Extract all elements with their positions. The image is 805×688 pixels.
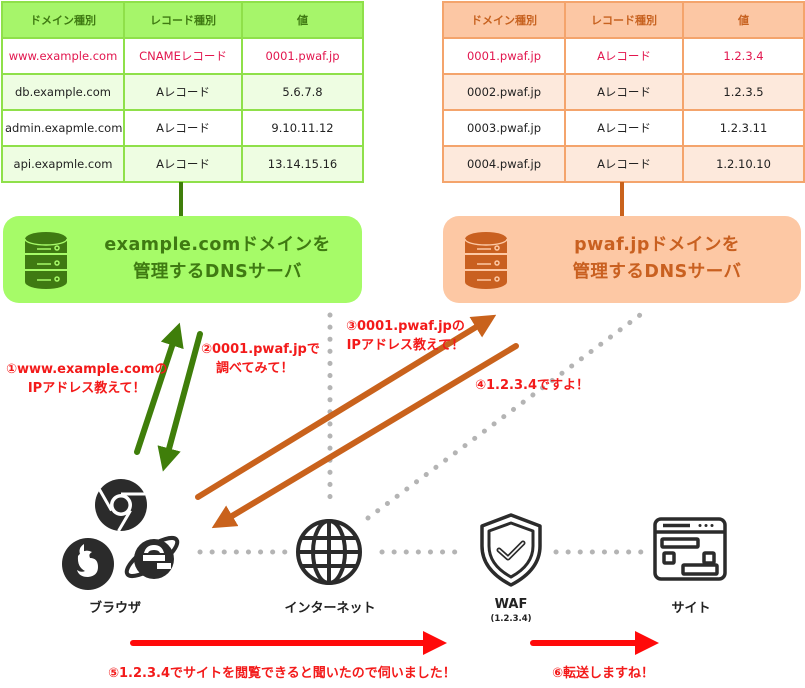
internet-explorer-icon <box>124 535 180 579</box>
server-title-line2: 管理するDNSサーバ <box>572 262 742 282</box>
table-row: www.example.com CNAMEレコード 0001.pwaf.jp <box>1 37 364 75</box>
arrow-step2-example-dns-to-browser <box>157 331 203 472</box>
cell-domain: admin.exapmle.com <box>1 109 125 147</box>
table-row: db.example.com Aレコード 5.6.7.8 <box>1 73 364 111</box>
cell-domain: 0003.pwaf.jp <box>442 109 566 147</box>
internet-label: インターネット <box>284 601 376 616</box>
server-title-line1: example.comドメインを <box>104 235 331 255</box>
cell-value: 1.2.3.11 <box>682 109 805 147</box>
table-row: 0002.pwaf.jp Aレコード 1.2.3.5 <box>442 73 805 111</box>
waf-ip-label: (1.2.3.4) <box>490 614 532 624</box>
example-dns-record-table: ドメイン種別 レコード種別 値 www.example.com CNAMEレコー… <box>1 1 364 183</box>
step-3-line2: IPアドレス教えて！ <box>346 338 465 353</box>
table-row: 0003.pwaf.jp Aレコード 1.2.3.11 <box>442 109 805 147</box>
table-header-row: ドメイン種別 レコード種別 値 <box>1 1 364 39</box>
cell-domain: db.example.com <box>1 73 125 111</box>
step-3-line1: ③0001.pwaf.jpの <box>346 319 465 334</box>
cell-value: 1.2.3.4 <box>682 37 805 75</box>
globe-icon <box>296 519 362 585</box>
cell-record-type: Aレコード <box>564 37 684 75</box>
step-5-note: ⑤1.2.3.4でサイトを閲覧できると聞いたので伺いました！ <box>108 666 456 681</box>
cell-value: 1.2.3.5 <box>682 73 805 111</box>
pwaf-dns-server-title: pwaf.jpドメインを 管理するDNSサーバ <box>513 232 801 286</box>
header-record-type: レコード種別 <box>123 1 243 39</box>
step-1-line1: ①www.example.comの <box>6 362 168 377</box>
waf-label: WAF <box>494 597 528 612</box>
step-1-note: ①www.example.comの IPアドレス教えて！ <box>6 360 167 398</box>
table-row: 0001.pwaf.jp Aレコード 1.2.3.4 <box>442 37 805 75</box>
example-dns-server: example.comドメインを 管理するDNSサーバ <box>3 216 362 303</box>
cell-domain: 0002.pwaf.jp <box>442 73 566 111</box>
step-4-note: ④1.2.3.4ですよ！ <box>475 378 590 393</box>
shield-check-icon <box>480 513 542 587</box>
step-2-note: ②0001.pwaf.jpで 調べてみて！ <box>201 340 320 378</box>
server-title-line2: 管理するDNSサーバ <box>132 262 303 282</box>
cell-value: 1.2.10.10 <box>682 145 805 183</box>
cell-record-type: Aレコード <box>564 73 684 111</box>
header-value: 値 <box>241 1 364 39</box>
cell-domain: www.example.com <box>1 37 125 75</box>
site-label: サイト <box>671 601 711 616</box>
chrome-icon <box>95 479 147 532</box>
step-2-line1: ②0001.pwaf.jpで <box>201 342 320 357</box>
cell-value: 9.10.11.12 <box>241 109 364 147</box>
table-row: 0004.pwaf.jp Aレコード 1.2.10.10 <box>442 145 805 183</box>
step-2-line2: 調べてみて！ <box>216 361 294 376</box>
pwaf-dns-server: pwaf.jpドメインを 管理するDNSサーバ <box>443 216 801 303</box>
cell-record-type: Aレコード <box>123 145 243 183</box>
pwaf-dns-record-table: ドメイン種別 レコード種別 値 0001.pwaf.jp Aレコード 1.2.3… <box>442 1 805 183</box>
table-row: api.exapmle.com Aレコード 13.14.15.16 <box>1 145 364 183</box>
cell-domain: 0001.pwaf.jp <box>442 37 566 75</box>
database-server-icon <box>464 232 508 289</box>
table-header-row: ドメイン種別 レコード種別 値 <box>442 1 805 39</box>
browser-window-icon <box>653 517 727 581</box>
step-1-line2: IPアドレス教えて！ <box>27 381 146 396</box>
header-domain: ドメイン種別 <box>442 1 566 39</box>
table-row: admin.exapmle.com Aレコード 9.10.11.12 <box>1 109 364 147</box>
browser-label: ブラウザ <box>88 601 141 616</box>
header-record-type: レコード種別 <box>564 1 684 39</box>
cell-domain: api.exapmle.com <box>1 145 125 183</box>
cell-domain: 0004.pwaf.jp <box>442 145 566 183</box>
firefox-icon <box>62 538 114 590</box>
step-3-note: ③0001.pwaf.jpの IPアドレス教えて！ <box>346 317 465 355</box>
header-domain: ドメイン種別 <box>1 1 125 39</box>
header-value: 値 <box>682 1 805 39</box>
cell-record-type: Aレコード <box>564 109 684 147</box>
step-6-note: ⑥転送しますね！ <box>552 666 655 681</box>
cell-record-type: Aレコード <box>564 145 684 183</box>
example-dns-server-title: example.comドメインを 管理するDNSサーバ <box>73 232 362 286</box>
server-title-line1: pwaf.jpドメインを <box>574 235 740 255</box>
cell-record-type: Aレコード <box>123 109 243 147</box>
cell-value: 5.6.7.8 <box>241 73 364 111</box>
cell-record-type: CNAMEレコード <box>123 37 243 75</box>
cell-value: 13.14.15.16 <box>241 145 364 183</box>
cell-record-type: Aレコード <box>123 73 243 111</box>
database-server-icon <box>24 232 68 289</box>
cell-value: 0001.pwaf.jp <box>241 37 364 75</box>
